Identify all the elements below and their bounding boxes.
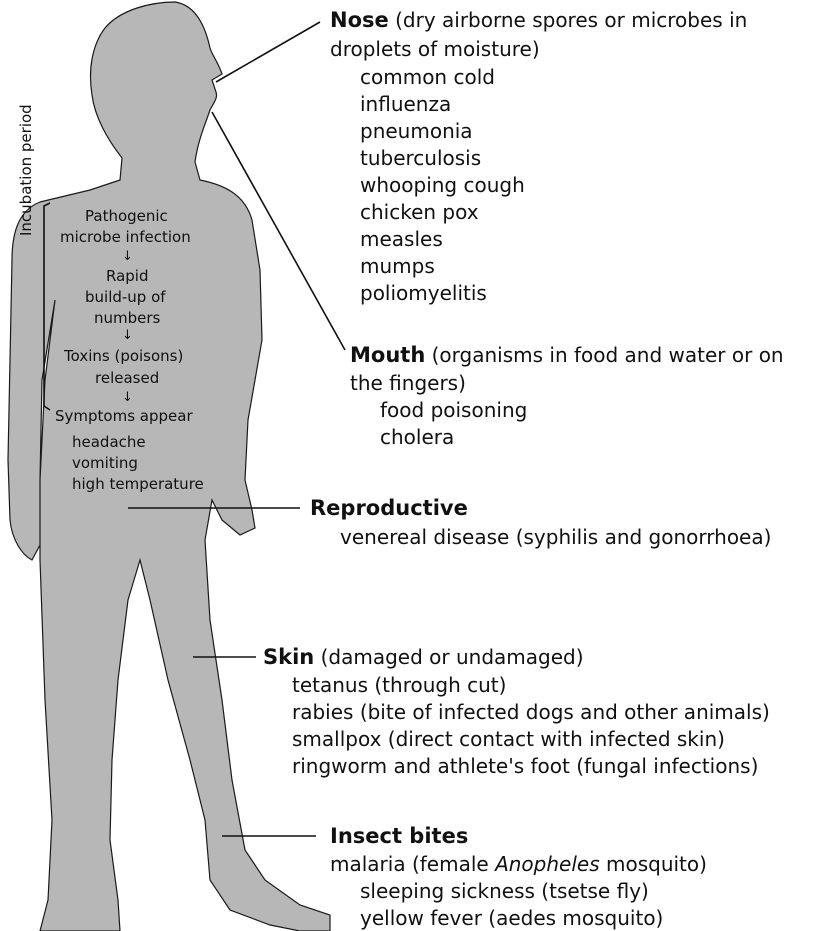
mouth-heading: Mouth (organisms in food and water or on: [350, 345, 784, 366]
skin-disease: ringworm and athlete's foot (fungal infe…: [292, 756, 758, 776]
insect-disease: yellow fever (aedes mosquito): [360, 908, 663, 928]
malaria-species: Anopheles: [495, 852, 600, 876]
step-toxins: Toxins (poisons): [64, 349, 183, 364]
nose-disease: measles: [360, 229, 443, 249]
arrow-3: ↓: [122, 391, 133, 404]
arrow-1: ↓: [122, 250, 133, 263]
malaria-suffix: mosquito): [606, 852, 707, 876]
human-body-silhouette: [8, 2, 330, 931]
arrow-2: ↓: [122, 329, 133, 342]
mouth-title: Mouth: [350, 343, 425, 367]
skin-heading: Skin (damaged or undamaged): [263, 647, 584, 668]
step-numbers: numbers: [94, 311, 160, 326]
mouth-disease: food poisoning: [380, 400, 527, 420]
step-rapid: Rapid: [106, 269, 149, 284]
symptom-vomiting: vomiting: [72, 456, 138, 471]
incubation-period-label: Incubation period: [17, 104, 35, 236]
reproductive-title: Reproductive: [310, 498, 468, 519]
nose-disease: common cold: [360, 67, 495, 87]
step-build-up: build-up of: [85, 290, 166, 305]
nose-disease: poliomyelitis: [360, 283, 487, 303]
malaria-prefix: malaria (female: [330, 852, 489, 876]
reproductive-disease: venereal disease (syphilis and gonorrhoe…: [340, 527, 771, 547]
nose-disease: pneumonia: [360, 121, 473, 141]
nose-disease: mumps: [360, 256, 435, 276]
nose-note-line2: droplets of moisture): [330, 39, 540, 59]
nose-disease: chicken pox: [360, 202, 479, 222]
symptom-high-temperature: high temperature: [72, 477, 204, 492]
nose-heading: Nose (dry airborne spores or microbes in: [330, 10, 747, 31]
mouth-disease: cholera: [380, 427, 454, 447]
symptom-headache: headache: [72, 435, 146, 450]
mouth-note-line2: the fingers): [350, 373, 466, 393]
mouth-note: (organisms in food and water or on: [432, 343, 784, 367]
step-pathogenic: Pathogenic: [85, 209, 168, 224]
nose-disease: influenza: [360, 94, 451, 114]
skin-title: Skin: [263, 645, 314, 669]
step-symptoms-appear: Symptoms appear: [55, 409, 193, 424]
nose-disease: tuberculosis: [360, 148, 481, 168]
skin-disease: tetanus (through cut): [292, 675, 506, 695]
malaria-line: malaria (female Anopheles mosquito): [330, 854, 707, 874]
step-released: released: [95, 371, 159, 386]
nose-pointer-line: [216, 22, 320, 82]
skin-note: (damaged or undamaged): [321, 645, 584, 669]
skin-disease: smallpox (direct contact with infected s…: [292, 729, 725, 749]
insect-bites-title: Insect bites: [330, 826, 468, 847]
nose-note: (dry airborne spores or microbes in: [395, 8, 747, 32]
nose-title: Nose: [330, 8, 389, 32]
nose-disease: whooping cough: [360, 175, 525, 195]
skin-disease: rabies (bite of infected dogs and other …: [292, 702, 770, 722]
step-microbe-infection: microbe infection: [60, 230, 191, 245]
insect-disease: sleeping sickness (tsetse fly): [360, 881, 649, 901]
